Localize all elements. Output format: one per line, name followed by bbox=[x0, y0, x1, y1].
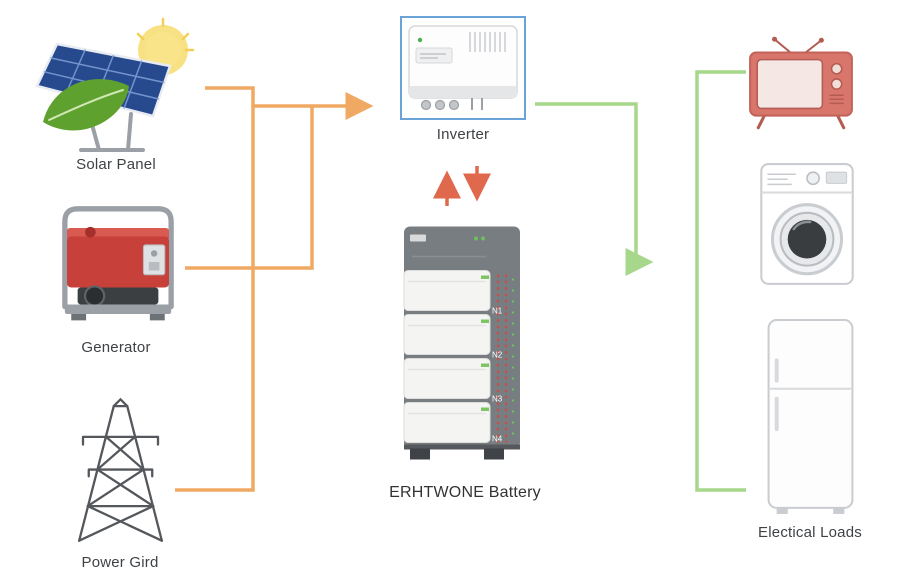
battery-module-label: N4 bbox=[492, 435, 503, 444]
solar-panel-label: Solar Panel bbox=[76, 156, 156, 173]
generator-icon bbox=[50, 200, 186, 331]
battery-module-label: N2 bbox=[492, 351, 503, 360]
electrical-loads-label: Electical Loads bbox=[758, 524, 862, 541]
battery-modules bbox=[403, 270, 491, 443]
inverter-highlight-box bbox=[400, 16, 526, 120]
battery-module-label: N1 bbox=[492, 307, 503, 316]
inverter-icon bbox=[408, 25, 518, 111]
battery-module-label: N3 bbox=[492, 395, 503, 404]
battery-label: ERHTWONE Battery bbox=[389, 484, 541, 501]
power-grid-label: Power Gird bbox=[81, 554, 159, 571]
generator-label: Generator bbox=[81, 339, 151, 356]
solar-to-inverter-arrow bbox=[205, 86, 374, 120]
leaf-icon bbox=[43, 79, 129, 131]
inverter-to-loads-arrow bbox=[535, 102, 654, 276]
solar-panel-icon bbox=[35, 14, 210, 161]
power-grid-icon bbox=[58, 396, 183, 551]
refrigerator-icon bbox=[762, 316, 859, 523]
tv-icon bbox=[744, 36, 858, 135]
battery-icon: N1 N2 N3 N4 bbox=[392, 218, 532, 469]
washing-machine-icon bbox=[757, 160, 857, 295]
inverter-label: Inverter bbox=[436, 126, 490, 143]
loads-bus-line bbox=[695, 70, 746, 492]
